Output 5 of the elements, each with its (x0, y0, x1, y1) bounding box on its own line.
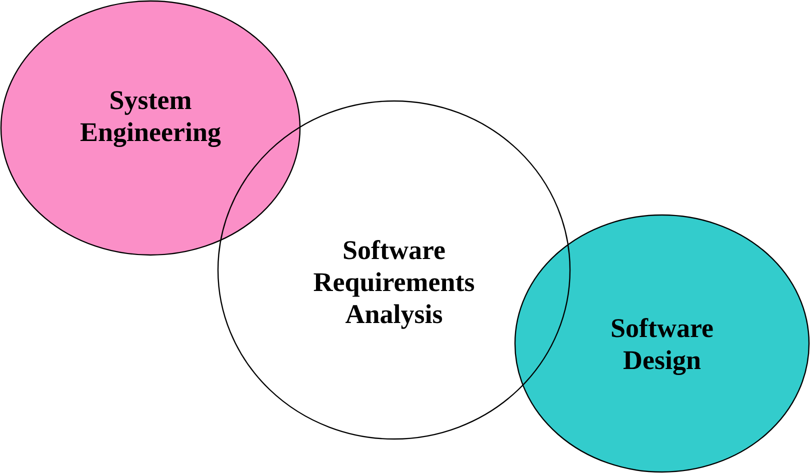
node-label: Software Requirements Analysis (312, 234, 476, 330)
ellipse (514, 214, 810, 473)
node-label: Software Design (610, 312, 714, 376)
node-label: System Engineering (78, 84, 222, 148)
ellipse (0, 0, 301, 256)
